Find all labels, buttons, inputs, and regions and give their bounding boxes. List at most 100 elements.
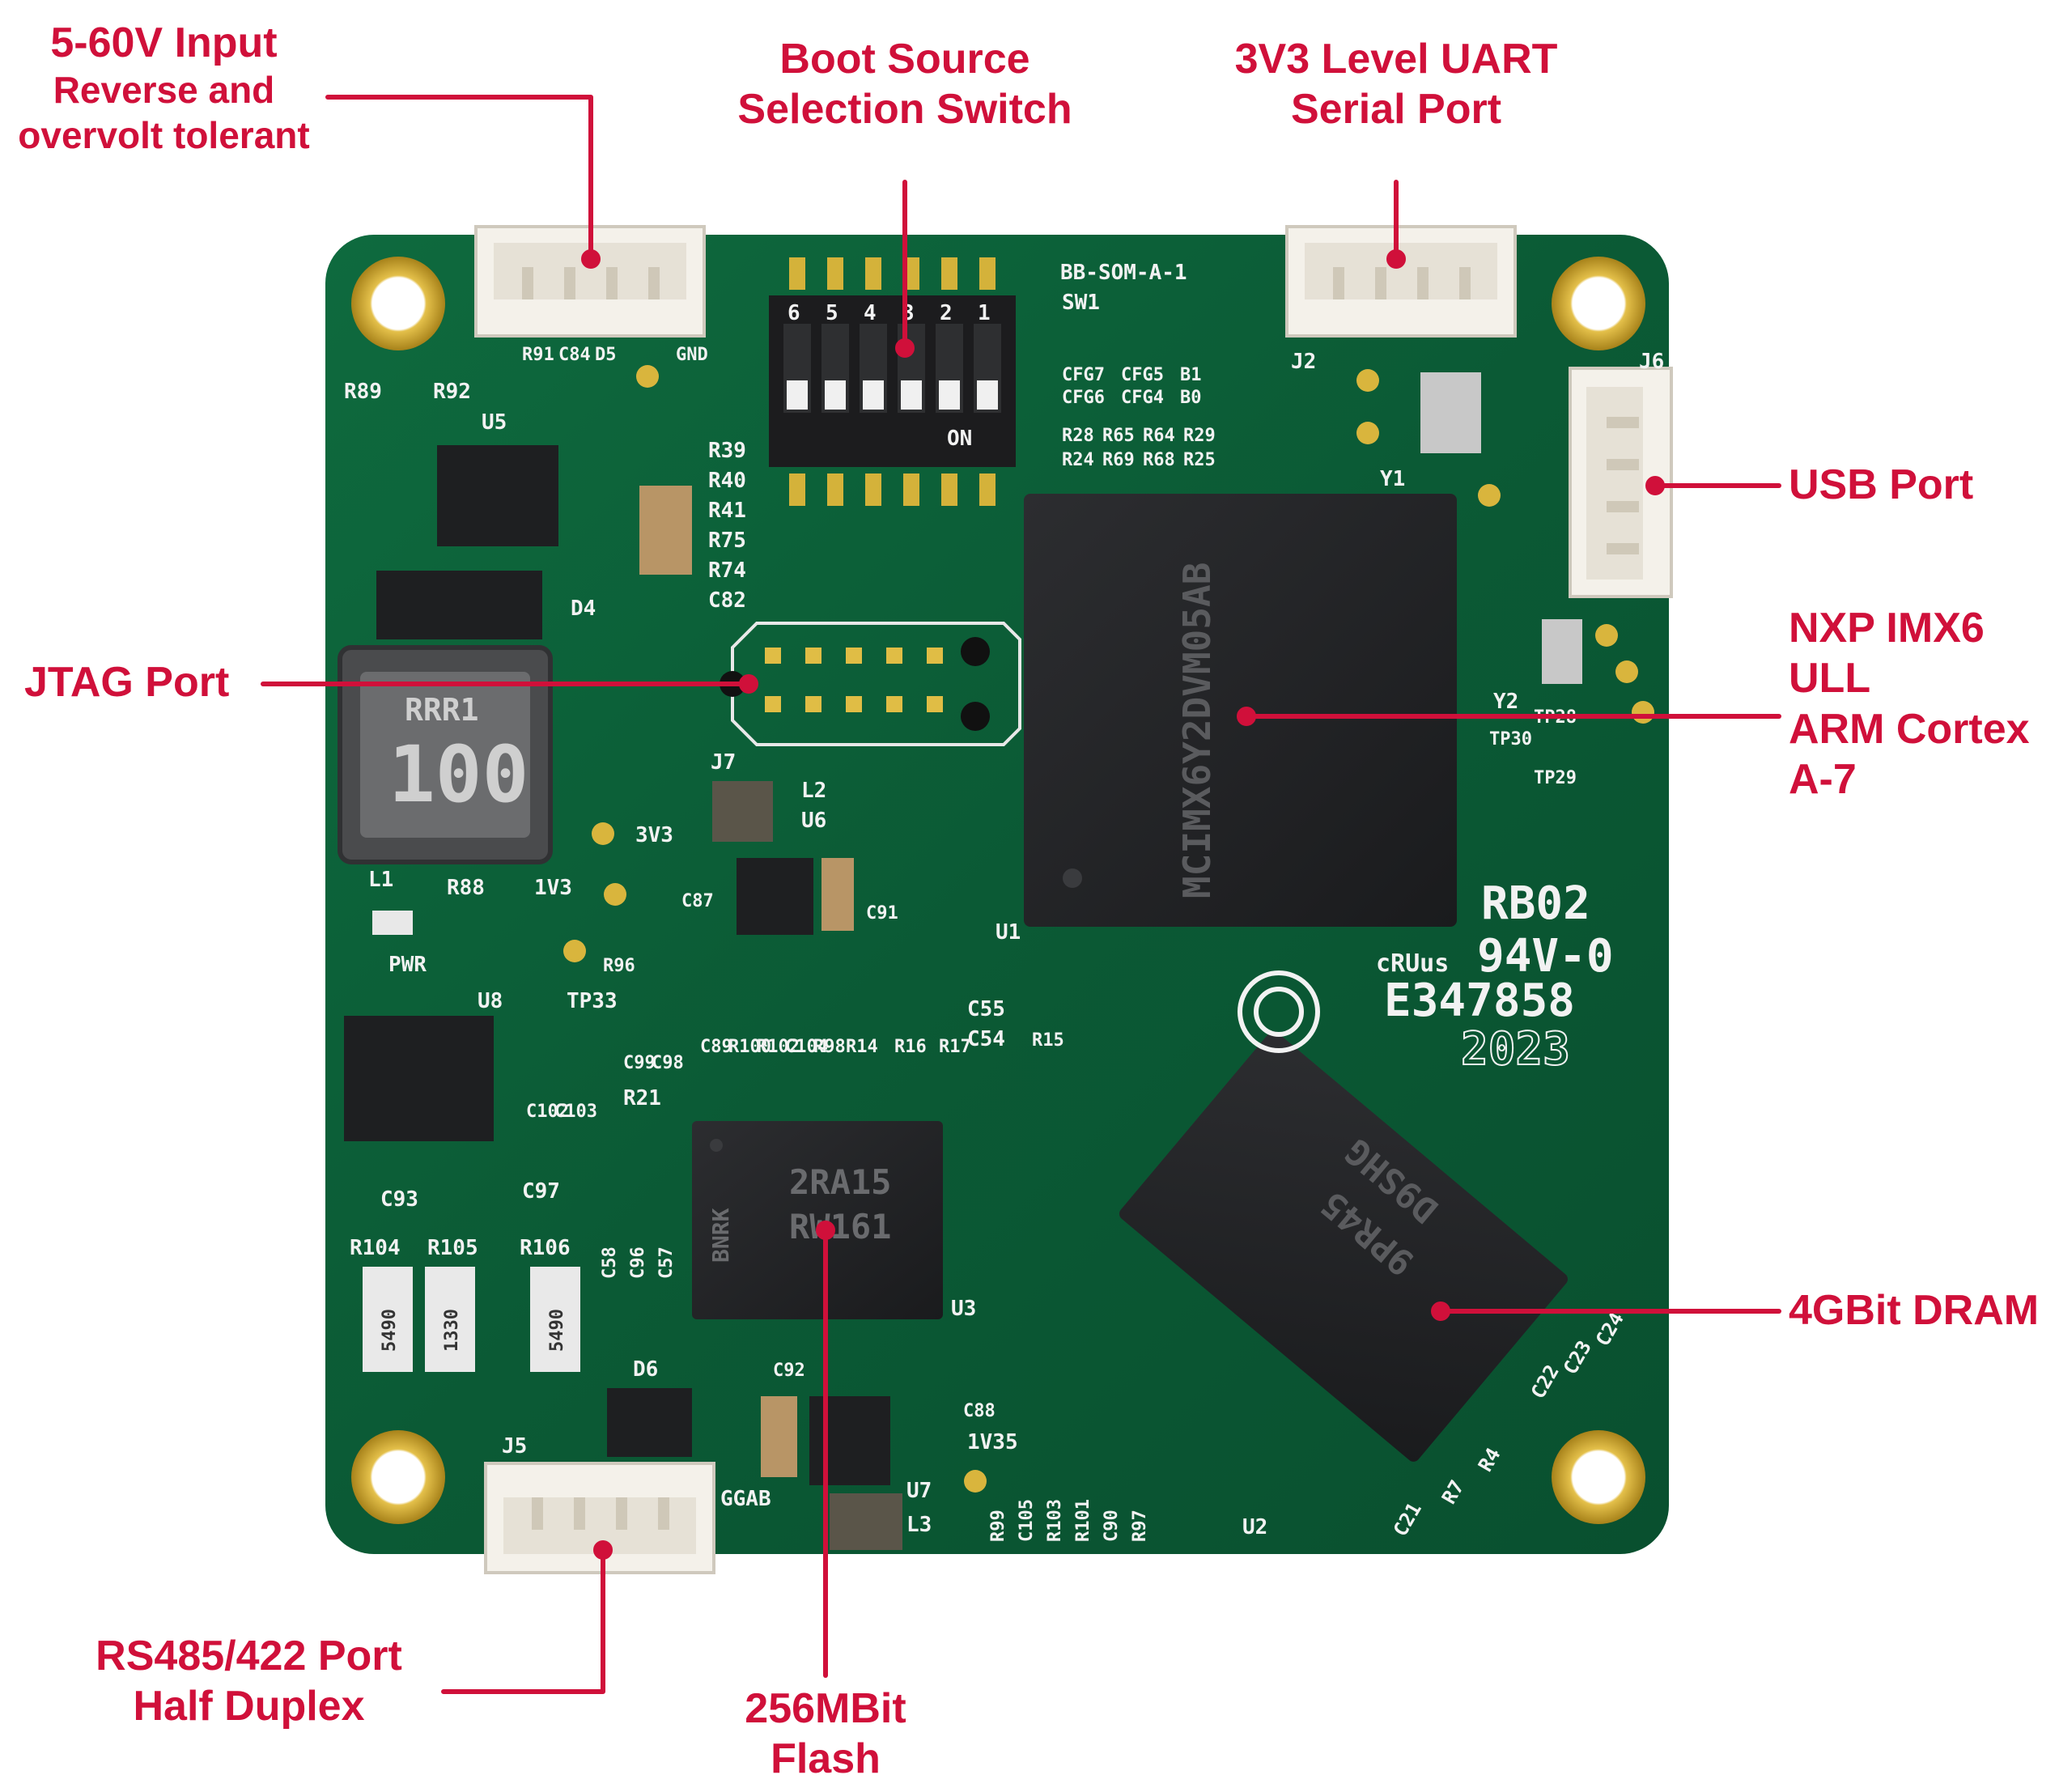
callout-cpu: NXP IMX6 ULL ARM Cortex A-7 — [1789, 603, 2030, 805]
silk-j2: J2 — [1291, 350, 1316, 374]
silk-c102: C102 — [526, 1102, 569, 1122]
silk-cfg: CFG7 — [1062, 365, 1105, 385]
silk-c91: C91 — [866, 903, 898, 924]
silk-r-bottom-code: 5490 — [547, 1309, 567, 1352]
silk-sw-on: ON — [947, 427, 972, 451]
callout-uart-line2: Serial Port — [1290, 86, 1502, 134]
silk-res-row: R28 — [1062, 426, 1094, 446]
silk-ggab: GGAB — [720, 1487, 771, 1511]
silk-sw1: SW1 — [1062, 291, 1100, 315]
silk-mid-row: C89 — [700, 1037, 732, 1057]
silk-cfg: CFG5 — [1121, 365, 1164, 385]
silk-tp: TP29 — [1534, 768, 1577, 788]
silk-c99: C99 — [623, 1053, 656, 1073]
callout-power-title: 5-60V Input — [50, 19, 278, 66]
silk-94v0: 94V-0 — [1477, 930, 1614, 983]
leader-dot-usb — [1645, 476, 1665, 495]
silk-r96: R96 — [603, 956, 635, 976]
mounting-holes — [351, 257, 1645, 1524]
silk-res-col: R39 — [708, 439, 746, 463]
callout-cpu-line3: ARM Cortex — [1789, 705, 2030, 753]
silk-bottom-row: C90 — [1102, 1510, 1122, 1542]
silk-cfg: CFG4 — [1121, 388, 1164, 408]
silk-tp: TP30 — [1489, 729, 1532, 749]
silk-c55: C55 — [967, 997, 1005, 1021]
callout-rs485: RS485/422 Port Half Duplex — [65, 1631, 433, 1732]
silk-pwr: PWR — [388, 953, 427, 977]
callout-dram: 4GBit DRAM — [1789, 1285, 2039, 1336]
silk-1v35: 1V35 — [967, 1430, 1018, 1454]
callout-jtag: JTAG Port — [24, 657, 229, 707]
silk-res-col: R41 — [708, 499, 746, 523]
silk-top-left: C84 — [558, 345, 591, 365]
silk-sw-num: 6 — [788, 301, 800, 325]
connector-uart — [1285, 225, 1517, 338]
silk-sw-num: 2 — [940, 301, 953, 325]
silk-u2: U2 — [1242, 1515, 1267, 1539]
silk-sw-num: 5 — [826, 301, 838, 325]
leader-rs485 — [441, 1548, 605, 1694]
silk-cfg: B1 — [1180, 365, 1202, 385]
callout-power-sub2: overvolt tolerant — [18, 113, 310, 156]
silk-bottom-row: C105 — [1017, 1499, 1037, 1542]
silk-rb02: RB02 — [1481, 877, 1590, 930]
callout-cpu-line4: A-7 — [1789, 756, 1857, 804]
silk-cpu-mark: MCIMX6Y2DVM05AB — [1175, 563, 1219, 898]
silk-l3: L3 — [906, 1513, 932, 1537]
leader-power — [325, 95, 593, 261]
silk-bottom-row: R99 — [988, 1510, 1008, 1542]
silk-res-col: C82 — [708, 588, 746, 613]
silk-board-id: BB-SOM-A-1 — [1060, 261, 1187, 285]
leader-dot-cpu — [1237, 707, 1256, 726]
silk-flash-mark1: 2RA15 — [789, 1162, 891, 1202]
jtag-header — [720, 622, 1021, 746]
silk-u3: U3 — [951, 1297, 976, 1321]
silk-u1: U1 — [996, 920, 1021, 945]
silk-sw-num: 4 — [864, 301, 877, 325]
leader-dot-boot — [895, 338, 915, 358]
silk-c93: C93 — [380, 1187, 418, 1212]
silk-3v3: 3V3 — [635, 823, 673, 847]
silk-c54: C54 — [967, 1027, 1005, 1051]
leader-dot-uart — [1386, 249, 1406, 269]
callout-usb-line1: USB Port — [1789, 461, 1974, 508]
silk-j6: J6 — [1639, 350, 1664, 374]
callout-jtag-line1: JTAG Port — [24, 659, 230, 706]
dram-chip — [1119, 1031, 1568, 1462]
silk-l1: L1 — [368, 868, 393, 892]
leader-dot-dram — [1431, 1302, 1450, 1321]
silk-e-number: E347858 — [1384, 975, 1575, 1027]
callout-boot-switch: Boot Source Selection Switch — [703, 34, 1107, 135]
callout-power-input: 5-60V Input Reverse and overvolt toleran… — [0, 18, 328, 158]
silk-top-left: U5 — [482, 410, 507, 435]
callout-cpu-line1: NXP IMX6 — [1789, 605, 1985, 652]
silk-r15: R15 — [1032, 1030, 1064, 1051]
test-pads — [563, 365, 1654, 1493]
silk-r-bottom-code: 5490 — [380, 1309, 400, 1352]
callout-boot-line1: Boot Source — [779, 36, 1030, 83]
silk-res-row: R29 — [1183, 426, 1216, 446]
callout-rs485-line1: RS485/422 Port — [96, 1633, 402, 1679]
silk-res-row: R68 — [1143, 450, 1175, 470]
silk-mid-row: C104 — [785, 1037, 828, 1057]
silk-u8: U8 — [478, 989, 503, 1013]
silk-mid-row: R98 — [813, 1037, 846, 1057]
silk-top-left: D5 — [595, 345, 617, 365]
silk-res-row: R24 — [1062, 450, 1094, 470]
callout-power-sub1: Reverse and — [53, 69, 275, 112]
silk-r-bottom-code: 1330 — [442, 1309, 462, 1352]
silk-c92: C92 — [773, 1361, 805, 1381]
silk-c98: C98 — [652, 1053, 684, 1073]
silk-bottom-row: R101 — [1073, 1499, 1093, 1542]
silk-cfg: CFG6 — [1062, 388, 1105, 408]
leader-dot-jtag — [739, 674, 758, 694]
leader-dot-flash — [816, 1221, 835, 1240]
silk-sw-num: 1 — [978, 301, 991, 325]
silk-flash-side: BNRK — [707, 1208, 734, 1263]
callout-uart-line1: 3V3 Level UART — [1234, 36, 1558, 83]
silk-u7: U7 — [906, 1479, 932, 1503]
silk-r-bottom: R106 — [520, 1236, 571, 1260]
silk-d4: D4 — [571, 597, 596, 621]
callout-flash-line1: 256MBit — [745, 1685, 906, 1732]
